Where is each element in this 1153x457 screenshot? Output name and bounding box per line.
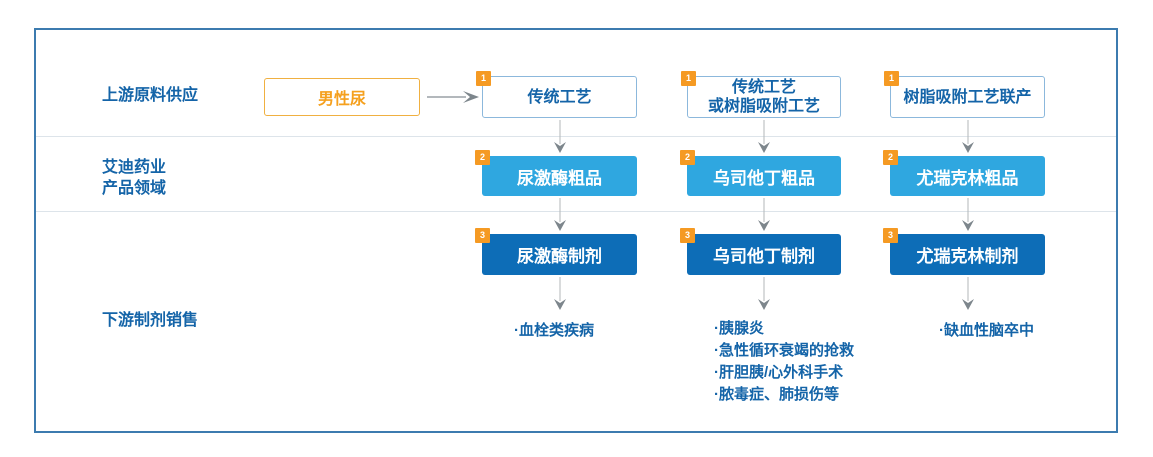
formulation-box-col1: 3 尿激酶制剂 xyxy=(475,228,637,275)
process-label: 树脂吸附工艺联产 xyxy=(903,88,1032,106)
down-arrow-icon xyxy=(554,277,566,310)
crude-box-col3: 2 尤瑞克林粗品 xyxy=(883,150,1045,196)
section-label-downstream: 下游制剂销售 xyxy=(102,312,199,329)
step-badge-1: 1 xyxy=(681,71,696,86)
indication-item: ·血栓类疾病 xyxy=(514,322,594,339)
formulation-label: 尤瑞克林制剂 xyxy=(916,247,1019,266)
step-badge-3: 3 xyxy=(680,228,695,243)
step-badge-3: 3 xyxy=(475,228,490,243)
right-arrow-icon xyxy=(427,91,479,103)
indication-item: ·胰腺炎 xyxy=(714,320,764,337)
indication-item: ·肝胆胰/心外科手术 xyxy=(714,364,844,381)
indication-item: ·缺血性脑卒中 xyxy=(939,322,1034,339)
step-badge-1: 1 xyxy=(476,71,491,86)
step-badge-3: 3 xyxy=(883,228,898,243)
formulation-box-col3: 3 尤瑞克林制剂 xyxy=(883,228,1045,275)
crude-label: 尤瑞克林粗品 xyxy=(916,168,1019,188)
process-label: 传统工艺 xyxy=(527,88,592,106)
process-label: 传统工艺 xyxy=(731,79,796,96)
step-badge-2: 2 xyxy=(883,150,898,165)
formulation-box-col2: 3 乌司他丁制剂 xyxy=(680,228,841,275)
step-badge-2: 2 xyxy=(475,150,490,165)
source-box-label: 男性尿 xyxy=(317,91,366,108)
down-arrow-icon xyxy=(962,120,974,153)
section-label-company: 艾迪药业 产品领域 xyxy=(102,157,166,199)
diagram-frame: 上游原料供应 艾迪药业 产品领域 下游制剂销售 男性尿 1 传统工艺 2 尿激酶… xyxy=(34,28,1118,433)
divider-products xyxy=(36,211,1116,212)
section-label-company-line2: 产品领域 xyxy=(102,180,167,197)
indication-item: ·脓毒症、肺损伤等 xyxy=(714,386,839,403)
crude-label: 尿激酶粗品 xyxy=(517,168,602,188)
down-arrow-icon xyxy=(758,277,770,310)
down-arrow-icon xyxy=(554,120,566,153)
down-arrow-icon xyxy=(962,277,974,310)
section-label-upstream: 上游原料供应 xyxy=(102,87,199,104)
process-label-line2: 或树脂吸附工艺 xyxy=(707,98,820,115)
divider-upstream xyxy=(36,136,1116,137)
step-badge-2: 2 xyxy=(680,150,695,165)
step-badge-1: 1 xyxy=(884,71,899,86)
formulation-label: 乌司他丁制剂 xyxy=(713,247,815,266)
crude-box-col2: 2 乌司他丁粗品 xyxy=(680,150,841,196)
section-label-company-line1: 艾迪药业 xyxy=(102,159,167,176)
indications-col3: ·缺血性脑卒中 xyxy=(939,320,1034,342)
down-arrow-icon xyxy=(962,198,974,231)
down-arrow-icon xyxy=(554,198,566,231)
indication-item: ·急性循环衰竭的抢救 xyxy=(714,342,854,359)
process-box-col2: 1 传统工艺 或树脂吸附工艺 xyxy=(681,71,841,118)
source-box-male-urine: 男性尿 xyxy=(264,78,420,116)
indications-col2: ·胰腺炎 ·急性循环衰竭的抢救 ·肝胆胰/心外科手术 ·脓毒症、肺损伤等 xyxy=(714,318,854,406)
indications-col1: ·血栓类疾病 xyxy=(514,320,594,342)
crude-label: 乌司他丁粗品 xyxy=(713,168,815,188)
formulation-label: 尿激酶制剂 xyxy=(517,247,602,266)
process-box-col3: 1 树脂吸附工艺联产 xyxy=(884,71,1045,118)
down-arrow-icon xyxy=(758,120,770,153)
process-box-col1: 1 传统工艺 xyxy=(476,71,637,118)
crude-box-col1: 2 尿激酶粗品 xyxy=(475,150,637,196)
down-arrow-icon xyxy=(758,198,770,231)
